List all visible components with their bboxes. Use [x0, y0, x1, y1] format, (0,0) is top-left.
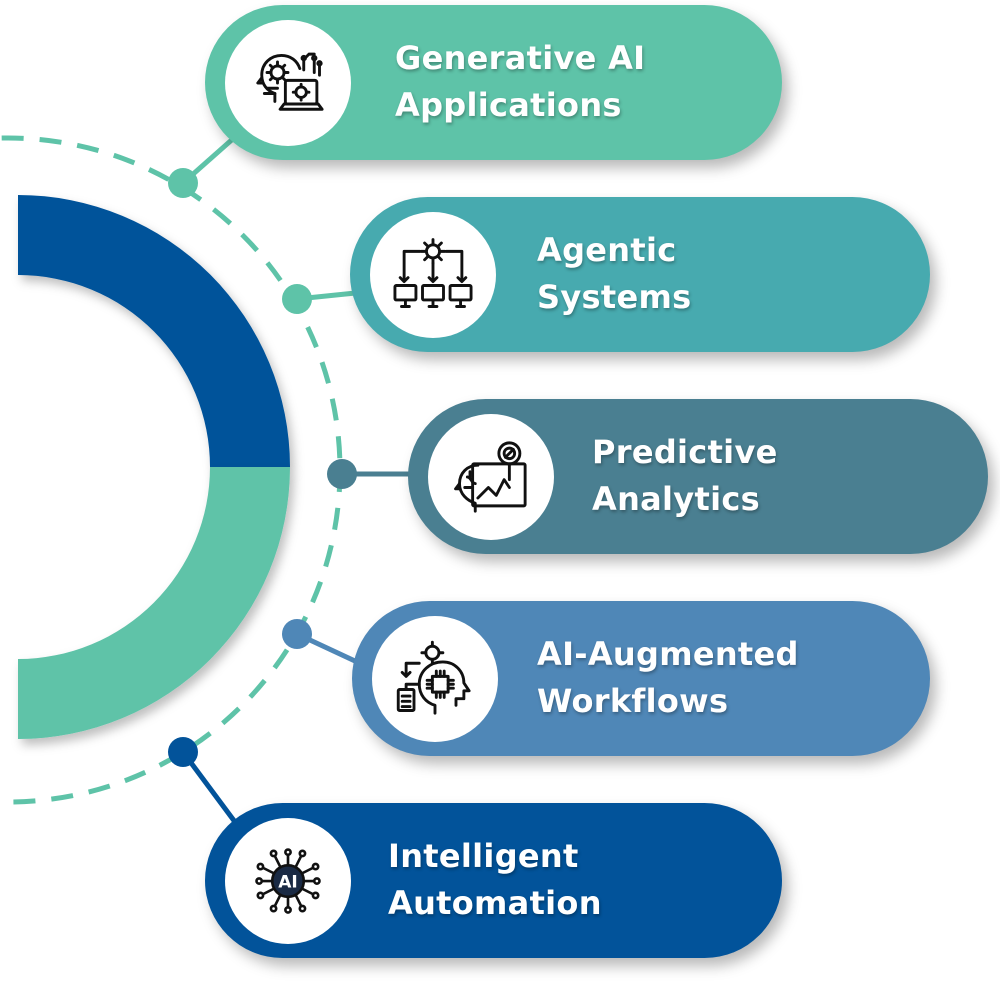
- icon-circle: [372, 616, 498, 742]
- pill-label: Intelligent Automation: [388, 833, 602, 927]
- pill-label: Predictive Analytics: [592, 429, 778, 523]
- icon-circle: [225, 20, 351, 146]
- icon-circle: [370, 212, 496, 338]
- label-line-2: Systems: [537, 278, 692, 316]
- label-line-2: Workflows: [537, 682, 729, 720]
- label-line-2: Analytics: [592, 480, 760, 518]
- gear-network-computers-icon: [393, 238, 473, 308]
- ai-circuit-icon: AI: [255, 848, 321, 914]
- connector-dot-4: [282, 619, 312, 649]
- icon-circle: [428, 414, 554, 540]
- label-line-1: Predictive: [592, 433, 778, 471]
- pill-label: Generative AI Applications: [395, 35, 645, 129]
- connector-dot-1: [168, 168, 198, 198]
- label-line-1: Agentic: [537, 231, 677, 269]
- label-line-1: Generative AI: [395, 39, 646, 77]
- connector-dot-5: [168, 737, 198, 767]
- arc-lower-segment: [18, 467, 290, 739]
- connector-dot-2: [282, 284, 312, 314]
- pill-ai-augmented-workflows[interactable]: AI-Augmented Workflows: [352, 601, 930, 756]
- pill-agentic-systems[interactable]: Agentic Systems: [350, 197, 930, 352]
- ai-icon-text: AI: [278, 873, 298, 893]
- pill-predictive-analytics[interactable]: Predictive Analytics: [408, 399, 988, 554]
- pill-generative-ai-applications[interactable]: Generative AI Applications: [205, 5, 782, 160]
- label-line-1: AI-Augmented: [537, 635, 799, 673]
- label-line-2: Automation: [388, 884, 602, 922]
- head-analytics-magnifier-icon: [454, 441, 527, 513]
- head-chip-workflow-icon: [396, 640, 471, 715]
- icon-circle: AI: [225, 818, 351, 944]
- ai-head-laptop-gears-icon: [256, 52, 324, 111]
- label-line-1: Intelligent: [388, 837, 579, 875]
- connector-dot-3: [327, 459, 357, 489]
- pill-label: Agentic Systems: [537, 227, 691, 321]
- label-line-2: Applications: [395, 86, 622, 124]
- arc-upper-segment: [18, 195, 290, 467]
- pill-label: AI-Augmented Workflows: [537, 631, 799, 725]
- pill-intelligent-automation[interactable]: AI Intelligent Automation: [205, 803, 782, 958]
